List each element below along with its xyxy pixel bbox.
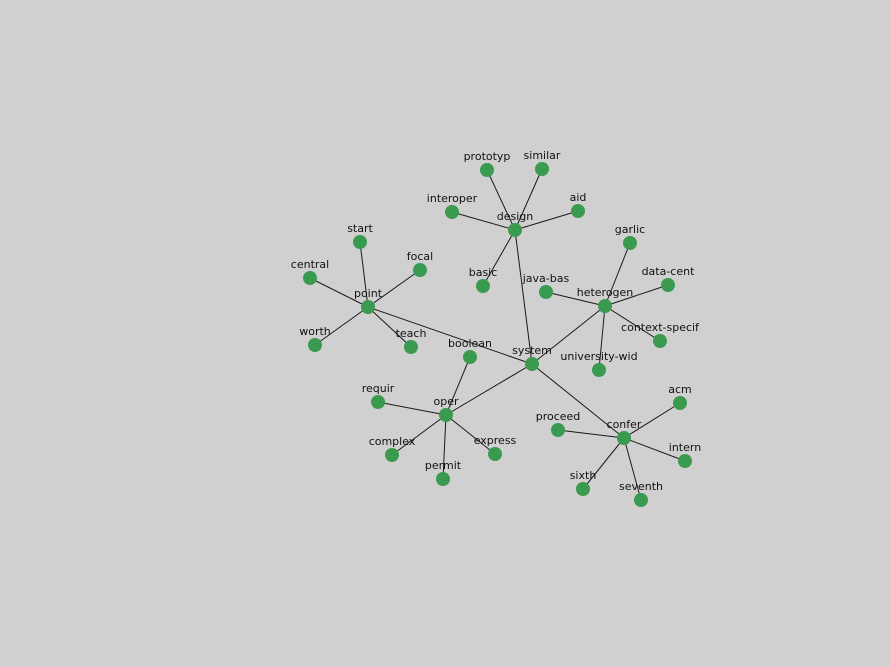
node-system[interactable]	[525, 357, 539, 371]
edge-point-teach	[367, 306, 412, 348]
node-boolean[interactable]	[463, 350, 477, 364]
edge-design-basic	[482, 229, 516, 287]
edge-design-aid	[514, 210, 579, 231]
node-express[interactable]	[488, 447, 502, 461]
node-data-cent[interactable]	[661, 278, 675, 292]
node-label-central: central	[291, 258, 329, 271]
edge-system-heterogen	[531, 305, 606, 365]
node-sixth[interactable]	[576, 482, 590, 496]
edge-point-worth	[314, 306, 369, 346]
edge-heterogen-data-cent	[604, 284, 669, 307]
node-similar[interactable]	[535, 162, 549, 176]
node-label-worth: worth	[299, 325, 331, 338]
node-label-design: design	[497, 210, 534, 223]
node-label-oper: oper	[433, 395, 458, 408]
node-prototyp[interactable]	[480, 163, 494, 177]
node-label-garlic: garlic	[615, 223, 645, 236]
node-acm[interactable]	[673, 396, 687, 410]
edge-point-focal	[367, 269, 421, 308]
node-intern[interactable]	[678, 454, 692, 468]
node-oper[interactable]	[439, 408, 453, 422]
node-layer	[303, 162, 692, 507]
edge-oper-express	[445, 414, 496, 455]
node-label-java-bas: java-bas	[522, 272, 570, 285]
node-start[interactable]	[353, 235, 367, 249]
node-label-data-cent: data-cent	[642, 265, 696, 278]
edge-confer-acm	[623, 402, 681, 439]
node-label-confer: confer	[607, 418, 642, 431]
node-label-focal: focal	[407, 250, 433, 263]
node-permit[interactable]	[436, 472, 450, 486]
node-heterogen[interactable]	[598, 299, 612, 313]
edge-system-design	[514, 229, 533, 365]
node-label-express: express	[474, 434, 517, 447]
edge-confer-intern	[623, 437, 686, 462]
node-central[interactable]	[303, 271, 317, 285]
node-label-requir: requir	[362, 382, 395, 395]
node-label-basic: basic	[469, 266, 498, 279]
edge-oper-permit	[442, 414, 447, 480]
node-label-point: point	[354, 287, 383, 300]
node-label-seventh: seventh	[619, 480, 663, 493]
node-interoper[interactable]	[445, 205, 459, 219]
node-label-system: system	[512, 344, 552, 357]
node-proceed[interactable]	[551, 423, 565, 437]
node-label-boolean: boolean	[448, 337, 492, 350]
edge-point-central	[309, 277, 369, 308]
node-basic[interactable]	[476, 279, 490, 293]
edge-heterogen-garlic	[604, 242, 631, 307]
node-label-sixth: sixth	[570, 469, 597, 482]
edge-system-oper	[445, 363, 533, 416]
edge-confer-seventh	[623, 437, 642, 501]
node-label-proceed: proceed	[536, 410, 581, 423]
edge-heterogen-java-bas	[545, 291, 606, 307]
node-worth[interactable]	[308, 338, 322, 352]
node-label-aid: aid	[570, 191, 587, 204]
edge-oper-boolean	[445, 356, 471, 416]
node-label-teach: teach	[396, 327, 427, 340]
node-label-similar: similar	[524, 149, 561, 162]
edge-system-point	[367, 306, 533, 365]
node-design[interactable]	[508, 223, 522, 237]
node-point[interactable]	[361, 300, 375, 314]
edge-heterogen-university-wid	[598, 305, 606, 371]
node-confer[interactable]	[617, 431, 631, 445]
node-label-acm: acm	[668, 383, 692, 396]
edge-design-prototyp	[486, 169, 516, 231]
edge-confer-proceed	[557, 429, 625, 439]
edge-design-interoper	[451, 211, 516, 231]
node-label-heterogen: heterogen	[577, 286, 634, 299]
edge-oper-complex	[391, 414, 447, 456]
edge-system-confer	[531, 363, 625, 439]
edge-oper-requir	[377, 401, 447, 416]
node-label-permit: permit	[425, 459, 462, 472]
node-java-bas[interactable]	[539, 285, 553, 299]
label-layer: system design prototyp similar interoper aid b…	[291, 149, 701, 493]
node-garlic[interactable]	[623, 236, 637, 250]
node-teach[interactable]	[404, 340, 418, 354]
node-requir[interactable]	[371, 395, 385, 409]
node-context-specif[interactable]	[653, 334, 667, 348]
edge-design-similar	[514, 168, 543, 231]
node-seventh[interactable]	[634, 493, 648, 507]
node-focal[interactable]	[413, 263, 427, 277]
node-aid[interactable]	[571, 204, 585, 218]
node-label-university-wid: university-wid	[560, 350, 637, 363]
node-label-interoper: interoper	[427, 192, 478, 205]
node-label-complex: complex	[369, 435, 416, 448]
node-complex[interactable]	[385, 448, 399, 462]
node-label-context-specif: context-specif	[621, 321, 700, 334]
node-label-start: start	[347, 222, 373, 235]
edge-confer-sixth	[582, 437, 625, 490]
edge-point-start	[359, 241, 369, 308]
node-label-prototyp: prototyp	[464, 150, 511, 163]
edge-layer	[309, 168, 686, 501]
node-label-intern: intern	[669, 441, 701, 454]
edge-heterogen-context-specif	[604, 305, 661, 342]
node-university-wid[interactable]	[592, 363, 606, 377]
